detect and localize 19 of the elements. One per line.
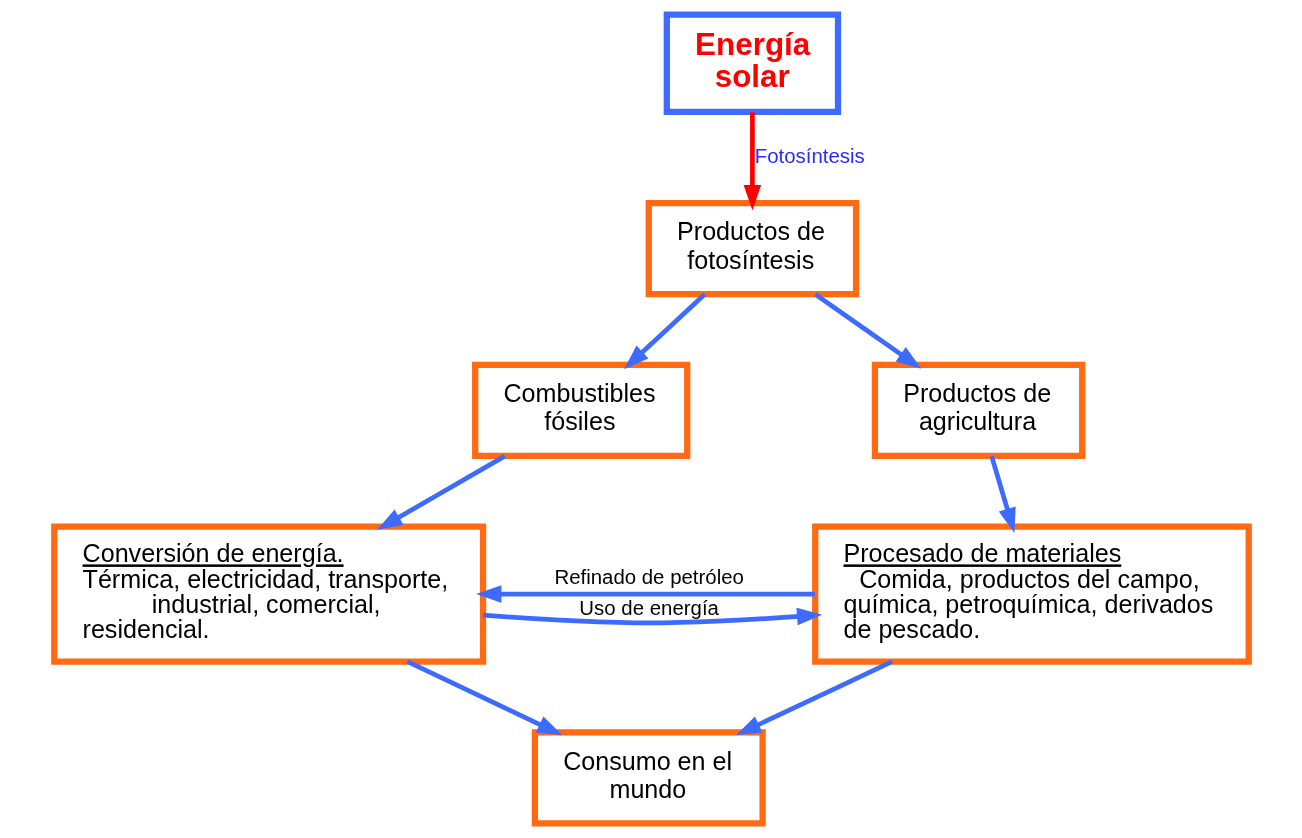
- node-box: Consumo en el mundo: [531, 729, 766, 827]
- arrow: [813, 292, 921, 369]
- arrow: [482, 607, 822, 626]
- node-box: Conversión de energía. Térmica, electricidad, transporte, industrial, comercial, residencial.: [50, 523, 486, 665]
- arrow: [405, 659, 562, 736]
- node-box: Productos de fotosíntesis: [645, 199, 859, 298]
- node-box: Productos de agricultura: [871, 361, 1085, 460]
- arrow: [988, 455, 1016, 534]
- arrow: [376, 454, 506, 530]
- arrow: [735, 659, 893, 736]
- node-box: Combustibles fósiles: [471, 361, 690, 460]
- node-box: Energía solar: [663, 11, 841, 116]
- arrow: [743, 112, 761, 211]
- edge-label: Refinado de petróleo: [553, 565, 744, 588]
- arrow: [475, 585, 815, 603]
- node-box: Procesado de materiales Comida, productos del campo, química, petroquímica, derivados de pescado.: [811, 523, 1252, 665]
- arrow: [623, 292, 706, 370]
- edge-label: Uso de energía: [578, 597, 719, 620]
- edge-label: Fotosíntesis: [754, 144, 865, 167]
